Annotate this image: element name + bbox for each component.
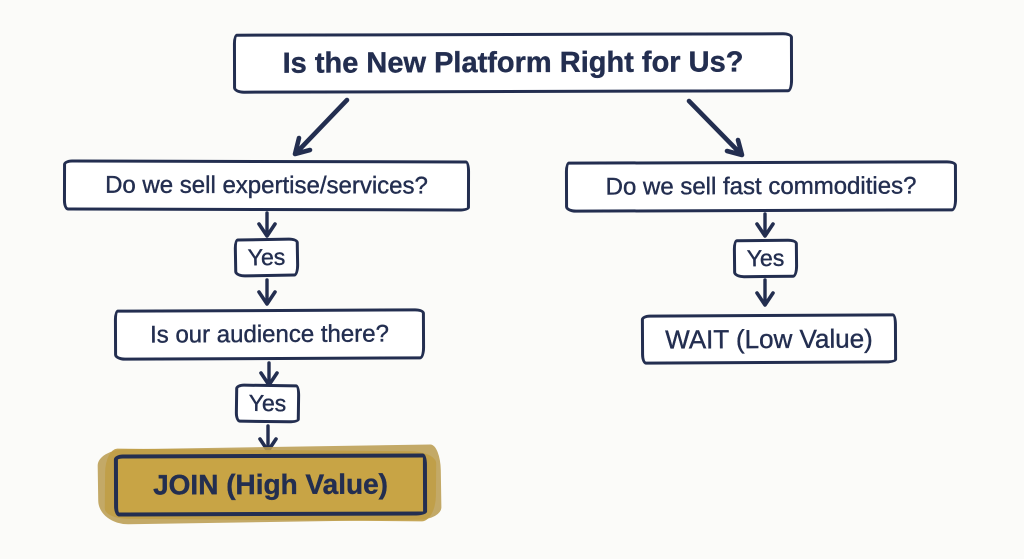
arrow-expertise-to-yes [257,211,277,238]
root-question-box: Is the New Platform Right for Us? [232,32,794,94]
question-expertise-box: Do we sell expertise/services? [62,159,471,212]
answer-yes-commodities-box: Yes [732,238,799,279]
answer-yes-audience-box: Yes [234,383,301,424]
arrow-title-to-expertise [292,97,350,157]
arrow-title-to-commodities [686,98,745,158]
arrow-yes-to-audience [257,278,277,306]
arrow-commodities-to-yes [755,212,775,238]
answer-yes-expertise-box: Yes [233,237,300,278]
arrow-yes-to-wait [755,278,775,307]
outcome-join-box: JOIN (High Value) [113,453,428,517]
question-commodities-box: Do we sell fast commodities? [564,160,958,213]
question-audience-box: Is our audience there? [113,308,426,361]
outcome-wait-box: WAIT (Low Value) [640,313,898,365]
arrow-audience-to-yes [259,361,279,387]
